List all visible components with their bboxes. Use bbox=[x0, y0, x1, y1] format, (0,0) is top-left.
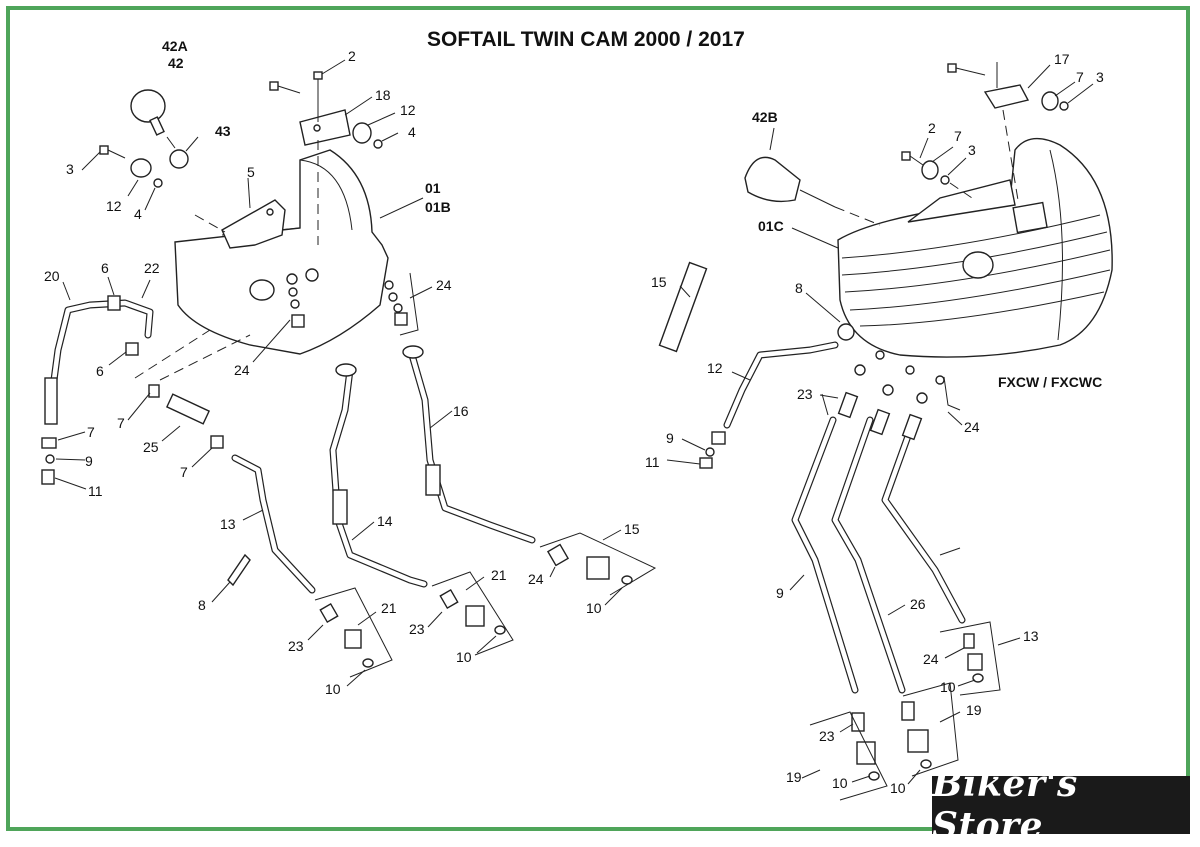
callout-7: 7 bbox=[1076, 69, 1084, 85]
callout-42a: 42A bbox=[162, 38, 188, 54]
right-callouts: 17 7 3 42B 2 7 3 01C 15 8 FXCW / FXCWC 1… bbox=[645, 51, 1104, 796]
filler-neck bbox=[249, 279, 275, 301]
callout-17: 17 bbox=[1054, 51, 1070, 67]
callout-22: 22 bbox=[144, 260, 160, 276]
callout-23: 23 bbox=[819, 728, 835, 744]
callout-42: 42 bbox=[168, 55, 184, 71]
callout-21: 21 bbox=[381, 600, 397, 616]
top-bracket bbox=[299, 109, 351, 146]
callout-5: 5 bbox=[247, 164, 255, 180]
callout-2: 2 bbox=[348, 48, 356, 64]
callout-7: 7 bbox=[87, 424, 95, 440]
dipstick-cap-42b bbox=[744, 156, 801, 203]
callout-01: 01 bbox=[425, 180, 441, 196]
callout-4: 4 bbox=[134, 206, 142, 222]
o-ring-43 bbox=[169, 149, 189, 169]
callout-6: 6 bbox=[101, 260, 109, 276]
callout-01b: 01B bbox=[425, 199, 451, 215]
callout-4: 4 bbox=[408, 124, 416, 140]
callout-01c: 01C bbox=[758, 218, 784, 234]
callout-26: 26 bbox=[910, 596, 926, 612]
right-oil-tank-assembly bbox=[658, 62, 1113, 801]
callout-23: 23 bbox=[409, 621, 425, 637]
callout-9: 9 bbox=[666, 430, 674, 446]
oil-tank-right bbox=[837, 137, 1113, 358]
callout-24: 24 bbox=[964, 419, 980, 435]
callout-23: 23 bbox=[288, 638, 304, 654]
callout-7: 7 bbox=[954, 128, 962, 144]
callout-10: 10 bbox=[456, 649, 472, 665]
callout-7: 7 bbox=[117, 415, 125, 431]
callout-3: 3 bbox=[968, 142, 976, 158]
callout-24: 24 bbox=[528, 571, 544, 587]
diagram-title: SOFTAIL TWIN CAM 2000 / 2017 bbox=[427, 28, 745, 51]
callout-3: 3 bbox=[66, 161, 74, 177]
callout-6: 6 bbox=[96, 363, 104, 379]
variant-label: FXCW / FXCWC bbox=[998, 374, 1102, 390]
left-callouts: 42A 42 43 2 18 12 4 3 12 4 5 01 01B 20 6… bbox=[44, 38, 640, 697]
callout-24: 24 bbox=[234, 362, 250, 378]
callout-10: 10 bbox=[832, 775, 848, 791]
callout-15: 15 bbox=[651, 274, 667, 290]
callout-10: 10 bbox=[325, 681, 341, 697]
callout-7: 7 bbox=[180, 464, 188, 480]
dipstick-cap bbox=[130, 89, 166, 123]
callout-24: 24 bbox=[923, 651, 939, 667]
callout-3: 3 bbox=[1096, 69, 1104, 85]
callout-12: 12 bbox=[400, 102, 416, 118]
brand-text: Biker's Store bbox=[932, 763, 1078, 847]
brand-logo: Biker's Store bbox=[932, 763, 1190, 847]
left-oil-tank-assembly bbox=[41, 59, 657, 687]
callout-10: 10 bbox=[940, 679, 956, 695]
callout-13: 13 bbox=[1023, 628, 1039, 644]
callout-8: 8 bbox=[795, 280, 803, 296]
callout-16: 16 bbox=[453, 403, 469, 419]
callout-13: 13 bbox=[220, 516, 236, 532]
callout-14: 14 bbox=[377, 513, 393, 529]
callout-9: 9 bbox=[85, 453, 93, 469]
callout-25: 25 bbox=[143, 439, 159, 455]
callout-12: 12 bbox=[106, 198, 122, 214]
callout-23: 23 bbox=[797, 386, 813, 402]
callout-18: 18 bbox=[375, 87, 391, 103]
callout-9: 9 bbox=[776, 585, 784, 601]
callout-11: 11 bbox=[88, 483, 103, 499]
callout-19: 19 bbox=[966, 702, 982, 718]
callout-2: 2 bbox=[928, 120, 936, 136]
callout-24: 24 bbox=[436, 277, 452, 293]
callout-42b: 42B bbox=[752, 109, 778, 125]
oil-tank-left bbox=[174, 149, 389, 355]
filler-opening bbox=[962, 251, 994, 279]
callout-15: 15 bbox=[624, 521, 640, 537]
diagram-frame bbox=[6, 6, 1190, 831]
callout-20: 20 bbox=[44, 268, 60, 284]
callout-12: 12 bbox=[707, 360, 723, 376]
callout-10: 10 bbox=[586, 600, 602, 616]
callout-8: 8 bbox=[198, 597, 206, 613]
callout-21: 21 bbox=[491, 567, 507, 583]
callout-11: 11 bbox=[645, 454, 660, 470]
callout-19: 19 bbox=[786, 769, 802, 785]
callout-10: 10 bbox=[890, 780, 906, 796]
spring-15 bbox=[658, 261, 708, 353]
callout-43: 43 bbox=[215, 123, 231, 139]
